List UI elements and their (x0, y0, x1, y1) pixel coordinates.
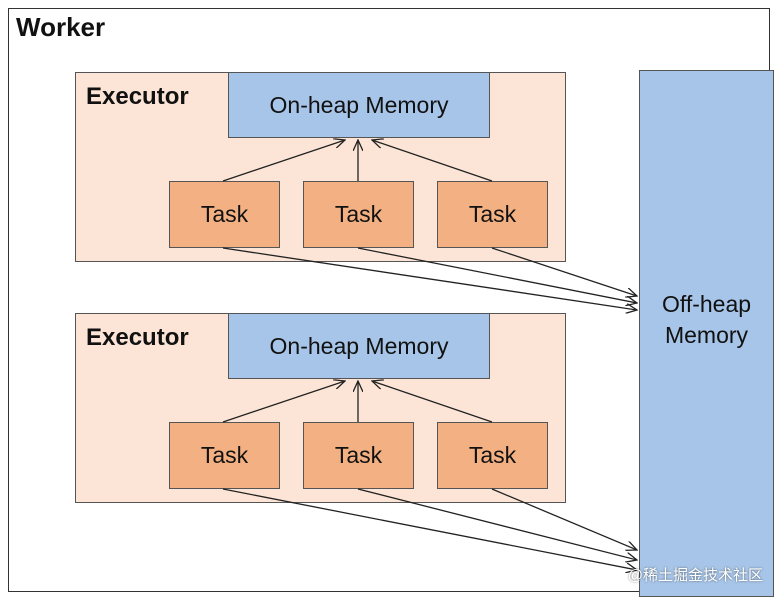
executor-2: Executor On-heap Memory Task Task Task (75, 313, 566, 503)
executor-2-on-heap-memory: On-heap Memory (228, 313, 490, 379)
executor-1-task-1: Task (169, 181, 280, 248)
executor-2-task-1: Task (169, 422, 280, 489)
off-heap-label-line1: Off-heap (661, 290, 752, 317)
off-heap-label-line2: Memory (664, 321, 749, 348)
executor-1-task-2: Task (303, 181, 414, 248)
executor-1-task-3: Task (437, 181, 548, 248)
off-heap-memory: Off-heap Memory (639, 70, 774, 597)
executor-1-label: Executor (86, 83, 189, 110)
executor-2-task-2: Task (303, 422, 414, 489)
watermark: @稀土掘金技术社区 (627, 567, 763, 584)
executor-2-label: Executor (86, 324, 189, 351)
executor-1: Executor On-heap Memory Task Task Task (75, 72, 566, 262)
worker-title: Worker (16, 12, 106, 42)
executor-2-task-3: Task (437, 422, 548, 489)
executor-1-on-heap-memory: On-heap Memory (228, 72, 490, 138)
